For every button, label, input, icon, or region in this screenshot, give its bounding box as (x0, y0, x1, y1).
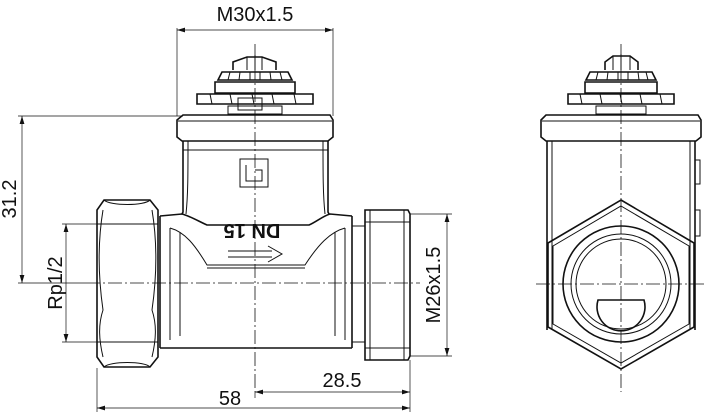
outlet-tail (352, 209, 411, 361)
manufacturer-logo-icon (239, 158, 269, 188)
end-view (536, 44, 704, 392)
dim-outlet-thread: M26x1.5 (423, 247, 445, 324)
dimensions: M30x1.5 31.2 Rp1/2 M26x1.5 28.5 58 (0, 4, 452, 412)
valve-bonnet (176, 114, 334, 215)
valve-main-body (159, 213, 353, 349)
dim-top-thread: M30x1.5 (217, 4, 294, 26)
dim-inlet-thread: Rp1/2 (45, 256, 67, 309)
valve-seat-icon (596, 299, 646, 332)
flow-arrow-icon (228, 245, 284, 263)
nominal-size-marking: DN 15 (224, 219, 281, 241)
dim-height: 31.2 (0, 180, 21, 219)
dim-half-length: 28.5 (323, 370, 362, 392)
side-view: DN 15 (86, 44, 420, 392)
inlet-hex-nut (96, 199, 159, 368)
thermostat-cap (196, 55, 314, 115)
dim-total-length: 58 (219, 388, 241, 410)
